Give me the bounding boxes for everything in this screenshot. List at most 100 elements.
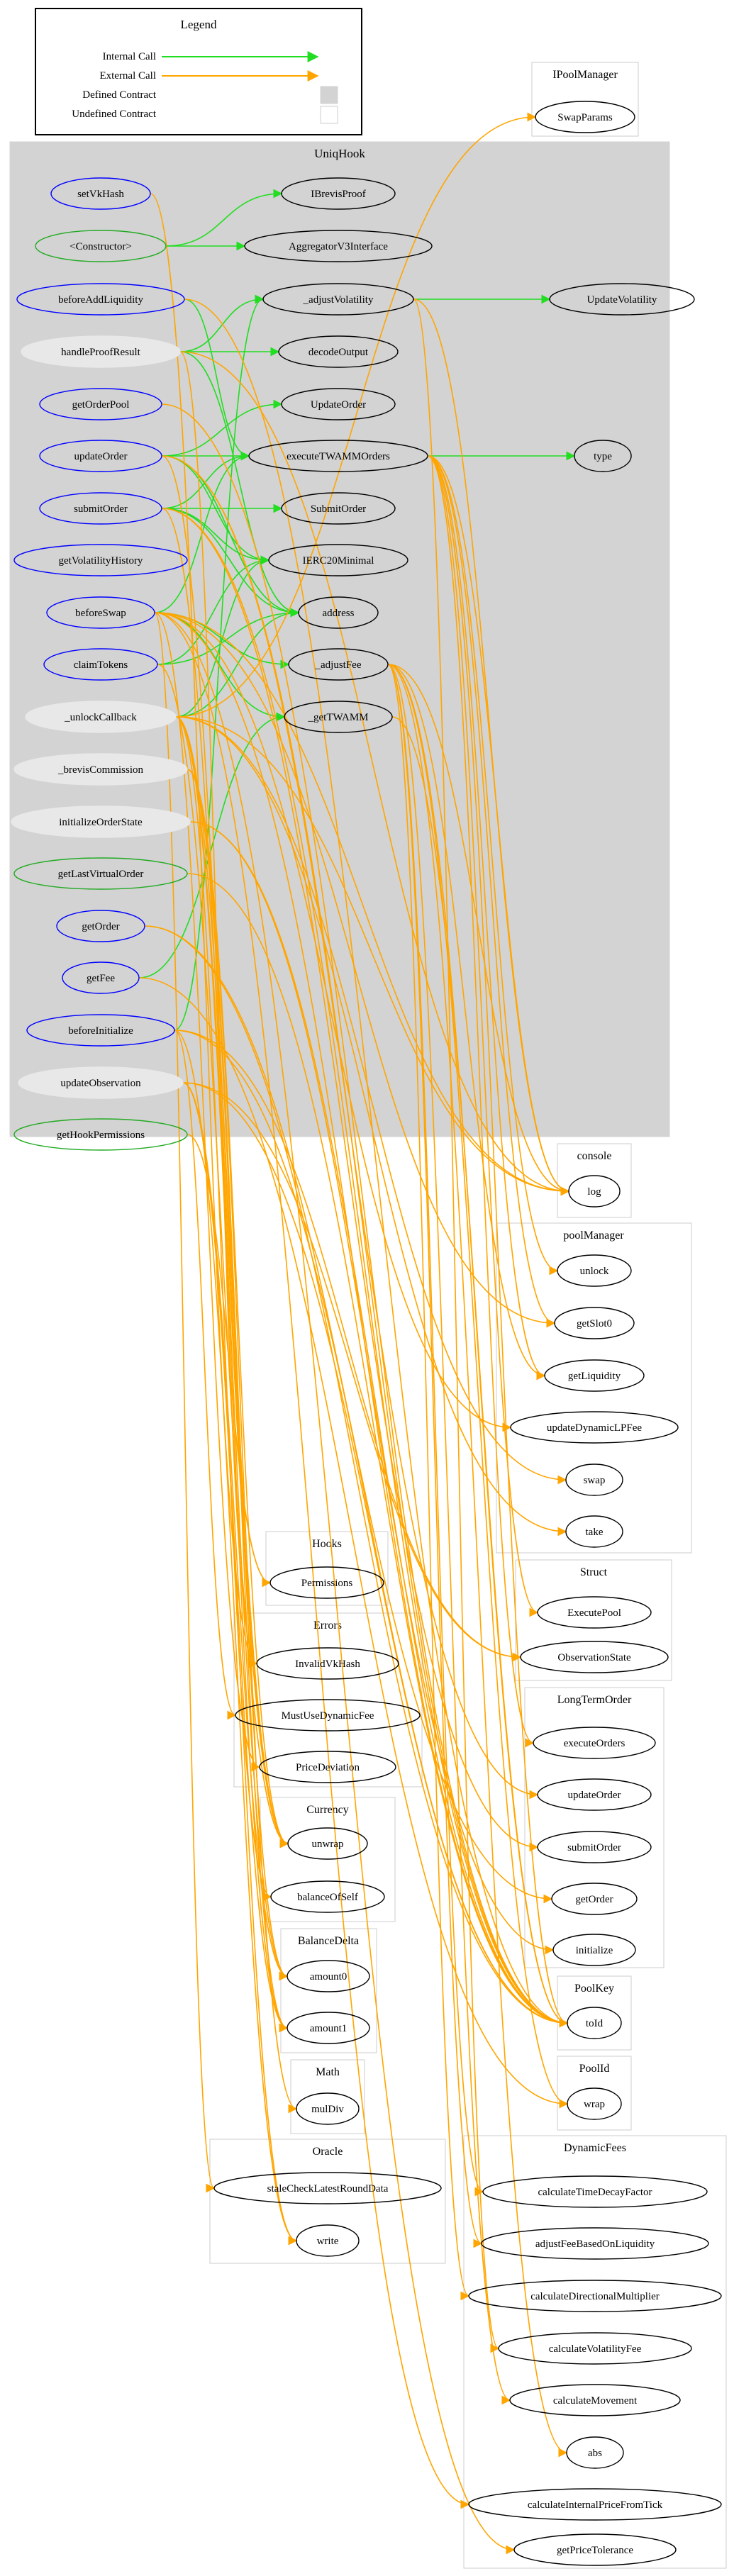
edge-adjust-fee-to-adjust-fee-based-on-liquidity — [387, 664, 483, 2248]
node-get-twamm-label: _getTWAMM — [308, 712, 369, 723]
node-ierc20-minimal: IERC20Minimal — [268, 544, 408, 576]
node-execute-orders-shape — [533, 1727, 656, 1759]
edge-update-observation-to-amount1 — [182, 1082, 289, 2033]
node-update-volatility-label: UpdateVolatility — [587, 294, 657, 306]
node-unlock-callback-label: _unlockCallback — [64, 712, 137, 723]
node-get-price-tolerance: getPriceTolerance — [513, 2533, 677, 2566]
node-type-shape — [574, 440, 632, 472]
edge-unlock-callback-to-address — [175, 608, 300, 718]
legend-undefined-contract-label: Undefined Contract — [72, 108, 157, 120]
node-observation-state: ObservationState — [520, 1641, 669, 1673]
edge-claim-tokens-to-unwrap — [157, 664, 289, 1849]
edge-unlock-callback-to-balance-of-self — [175, 716, 272, 1902]
edge-adjust-fee-to-log — [387, 664, 570, 1196]
node-set-vk-hash-label: setVkHash — [77, 189, 124, 200]
node-initialize-label: initialize — [576, 1945, 613, 1956]
node-before-add-liquidity-shape — [16, 283, 185, 316]
node-initialize-order-state-shape — [11, 805, 191, 838]
node-permissions-shape — [269, 1566, 384, 1599]
edge-before-swap-to-update-dynamic-lp-fee — [154, 612, 512, 1432]
node-unlock-label: unlock — [580, 1266, 609, 1277]
cluster-poolid-title: PoolId — [579, 2063, 610, 2075]
edge-handle-proof-result-to-adjust-volatility — [179, 294, 265, 352]
node-calculate-time-decay-factor-label: calculateTimeDecayFactor — [538, 2187, 652, 2198]
edge-get-fee-to-wrap — [138, 977, 569, 2109]
node-get-volatility-history: getVolatilityHistory — [13, 544, 188, 576]
legend-undefined-contract-swatch — [320, 106, 338, 124]
node-wrap-shape — [567, 2087, 622, 2120]
edge-get-order-to-to-id — [144, 925, 569, 2028]
node-stale-check-latest-round-data: staleCheckLatestRoundData — [213, 2172, 442, 2204]
node-stale-check-latest-round-data-label: staleCheckLatestRoundData — [267, 2183, 389, 2195]
edge-execute-twamm-orders-to-log — [427, 455, 570, 1196]
node-wrap: wrap — [567, 2087, 622, 2120]
node-address-shape — [298, 596, 379, 629]
node-calculate-internal-price-from-tick: calculateInternalPriceFromTick — [468, 2488, 722, 2521]
cluster-struct-title: Struct — [580, 1566, 608, 1578]
cluster-struct: Struct — [515, 1559, 672, 1681]
node-mul-div: mulDiv — [296, 2092, 360, 2125]
node-calculate-directional-multiplier: calculateDirectionalMultiplier — [468, 2280, 722, 2312]
edge-execute-twamm-orders-to-execute-orders — [427, 455, 535, 1748]
node-get-fee-shape — [62, 961, 140, 994]
cluster-balancedelta-title: BalanceDelta — [298, 1935, 359, 1947]
node-amount0-label: amount0 — [310, 1971, 347, 1983]
node-get-volatility-history-shape — [13, 544, 188, 576]
node-adjust-fee-based-on-liquidity: adjustFeeBasedOnLiquidity — [481, 2227, 709, 2260]
cluster-poolid: PoolId — [557, 2056, 632, 2131]
edge-unlock-callback-to-take — [175, 716, 567, 1537]
node-must-use-dynamic-fee-label: MustUseDynamicFee — [282, 1710, 374, 1722]
cluster-console: console — [557, 1143, 632, 1218]
node-update-order-label: updateOrder — [74, 451, 128, 462]
node-must-use-dynamic-fee: MustUseDynamicFee — [235, 1699, 421, 1732]
node-get-hook-permissions-shape — [13, 1118, 188, 1151]
node-submit-order: SubmitOrder — [281, 492, 396, 525]
node-set-vk-hash: setVkHash — [50, 177, 151, 210]
node-claim-tokens-label: claimTokens — [74, 659, 128, 671]
cluster-poolkey-title: PoolKey — [574, 1983, 614, 1995]
edge-before-initialize-to-must-use-dynamic-fee — [174, 1030, 237, 1720]
node-swap-params-shape — [535, 101, 635, 133]
cluster-oracle: Oracle — [209, 2139, 446, 2264]
edge-update-observation-to-to-id — [182, 1082, 569, 2028]
node-longtermorder-submit-order: submitOrder — [537, 1831, 652, 1863]
node-get-order-pool-label: getOrderPool — [72, 399, 130, 411]
edge-execute-twamm-orders-to-execute-pool — [427, 455, 539, 1617]
node-submit-order-shape — [39, 492, 162, 525]
node-aggregator-v3-interface: AggregatorV3Interface — [244, 230, 433, 262]
edge-before-initialize-to-write — [174, 1030, 298, 2246]
node-unlock: unlock — [557, 1254, 632, 1287]
node-calculate-internal-price-from-tick-shape — [468, 2488, 722, 2521]
node-execute-twamm-orders-label: executeTWAMMOrders — [287, 451, 390, 462]
node-brevis-commission-shape — [13, 753, 188, 786]
edge-submit-order-to-unwrap — [161, 508, 289, 1849]
node-calculate-volatility-fee: calculateVolatilityFee — [498, 2332, 692, 2365]
edge-adjust-fee-to-calculate-directional-multiplier — [387, 664, 470, 2300]
node-submit-order-label: submitOrder — [74, 503, 128, 515]
node-adjust-fee-based-on-liquidity-shape — [481, 2227, 709, 2260]
node-initialize-order-state-label: initializeOrderState — [59, 817, 143, 828]
node-log-label: log — [587, 1186, 601, 1198]
node-get-order-pool-shape — [39, 388, 162, 420]
node-calculate-movement: calculateMovement — [509, 2384, 681, 2416]
node-get-hook-permissions-label: getHookPermissions — [57, 1130, 145, 1141]
node-i-brevis-proof: IBrevisProof — [281, 177, 396, 210]
node-get-price-tolerance-shape — [513, 2533, 677, 2566]
node-unwrap-label: unwrap — [312, 1839, 344, 1850]
edge-constructor-to-i-brevis-proof — [165, 189, 283, 247]
node-calculate-movement-label: calculateMovement — [553, 2395, 638, 2407]
node-get-fee-label: getFee — [87, 973, 115, 984]
node-before-swap-shape — [46, 596, 155, 629]
node-swap-params-label: SwapParams — [557, 112, 613, 123]
node-to-id-shape — [567, 2007, 622, 2039]
cluster-longtermorder: LongTermOrder — [524, 1687, 665, 1968]
node-execute-twamm-orders-shape — [248, 440, 428, 472]
node-to-id-label: toId — [586, 2018, 604, 2029]
node-longtermorder-update-order-label: updateOrder — [568, 1790, 621, 1801]
node-handle-proof-result-shape — [21, 335, 181, 368]
node-execute-pool-label: ExecutePool — [567, 1607, 621, 1619]
node-amount0-shape — [287, 1960, 370, 1992]
node-set-vk-hash-shape — [50, 177, 151, 210]
node-handle-proof-result: handleProofResult — [21, 335, 181, 368]
node-get-order-pool: getOrderPool — [39, 388, 162, 420]
